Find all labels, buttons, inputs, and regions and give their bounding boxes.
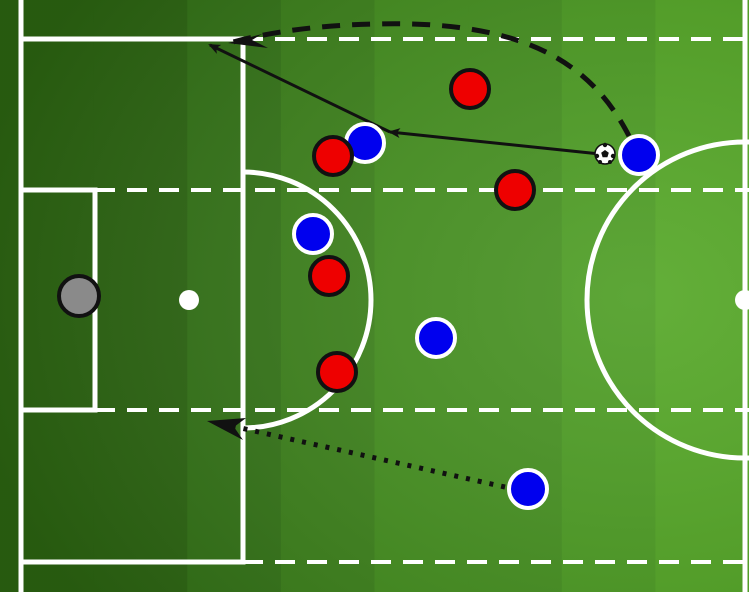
run-over-top-arrow bbox=[232, 21, 632, 138]
ball-patch bbox=[598, 160, 602, 164]
attack-player-marker bbox=[618, 134, 660, 176]
attack-player-marker bbox=[507, 468, 549, 510]
defense-player-marker bbox=[449, 68, 491, 110]
ball-pentagon bbox=[601, 150, 609, 158]
zone-lines bbox=[95, 37, 749, 564]
attack-player-marker bbox=[415, 317, 457, 359]
defense-player-marker bbox=[312, 135, 354, 177]
movement-arrows bbox=[207, 21, 632, 490]
ball bbox=[594, 142, 616, 165]
pass-short-arrow bbox=[388, 128, 601, 156]
goalkeeper-marker bbox=[57, 274, 101, 318]
ball-patch bbox=[594, 153, 600, 159]
defense-player-marker bbox=[316, 351, 358, 393]
run-bottom-arrowhead bbox=[207, 418, 246, 440]
attack-player-marker bbox=[292, 213, 334, 255]
run-over-top-arrowhead bbox=[228, 34, 268, 48]
penalty-arc bbox=[242, 169, 374, 431]
ball-patch bbox=[602, 142, 608, 148]
defense-player-marker bbox=[308, 255, 350, 297]
penalty-spot bbox=[179, 290, 199, 310]
pass-into-box-arrow bbox=[208, 43, 391, 134]
defense-player-marker bbox=[494, 169, 536, 211]
ball-patch bbox=[608, 160, 612, 164]
ball-patch bbox=[610, 153, 616, 159]
players bbox=[57, 68, 660, 510]
center-spot bbox=[735, 290, 749, 310]
